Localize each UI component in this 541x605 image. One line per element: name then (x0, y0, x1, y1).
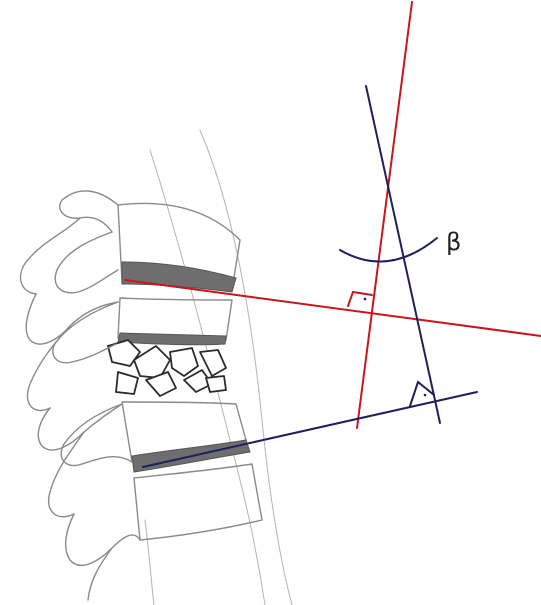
posterior-processes (21, 191, 140, 600)
upper-right-angle-marker (348, 292, 372, 306)
cervical-spine-sketch (21, 130, 292, 605)
angle-label: β (446, 228, 461, 256)
angle-arc (340, 238, 437, 262)
upper-perpendicular-line (357, 2, 412, 428)
upper-endplate-line (125, 280, 541, 336)
lower-perpendicular-line (366, 86, 440, 423)
bone-fragments (108, 340, 226, 396)
